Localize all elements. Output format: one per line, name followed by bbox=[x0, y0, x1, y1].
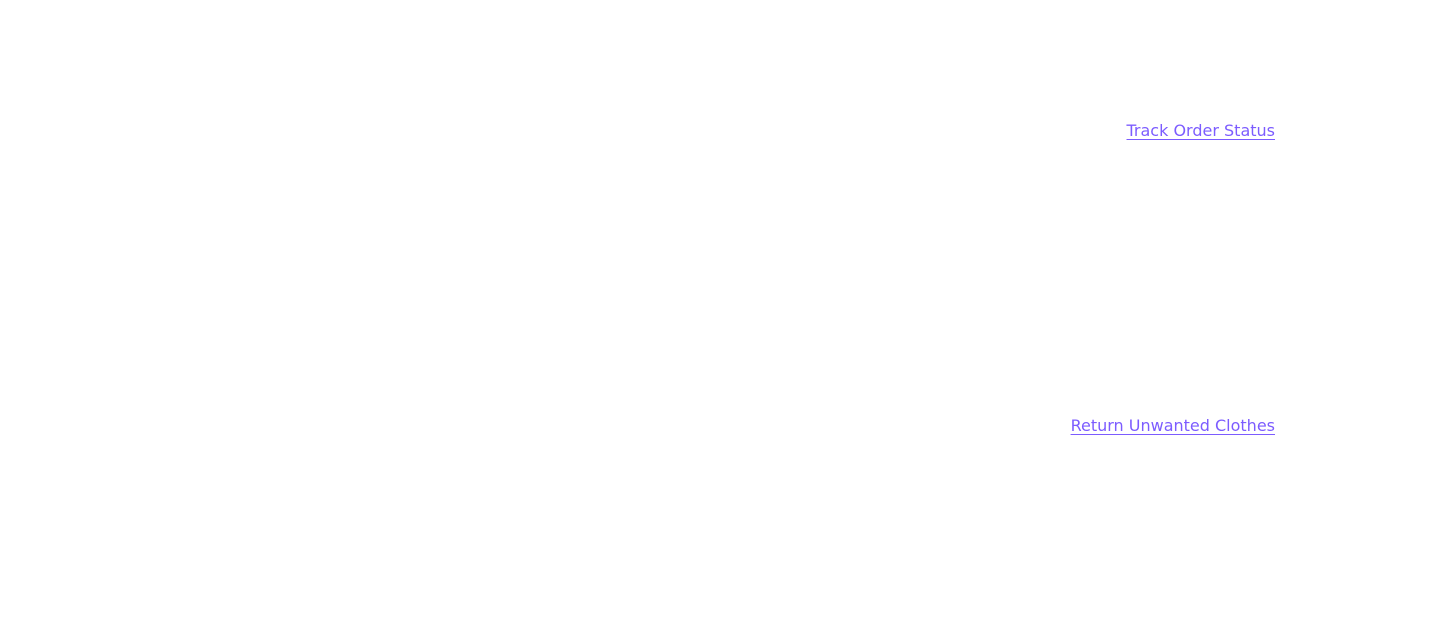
track-order-status-link[interactable]: Track Order Status bbox=[1126, 121, 1276, 140]
return-unwanted-clothes-link[interactable]: Return Unwanted Clothes bbox=[1070, 416, 1275, 435]
